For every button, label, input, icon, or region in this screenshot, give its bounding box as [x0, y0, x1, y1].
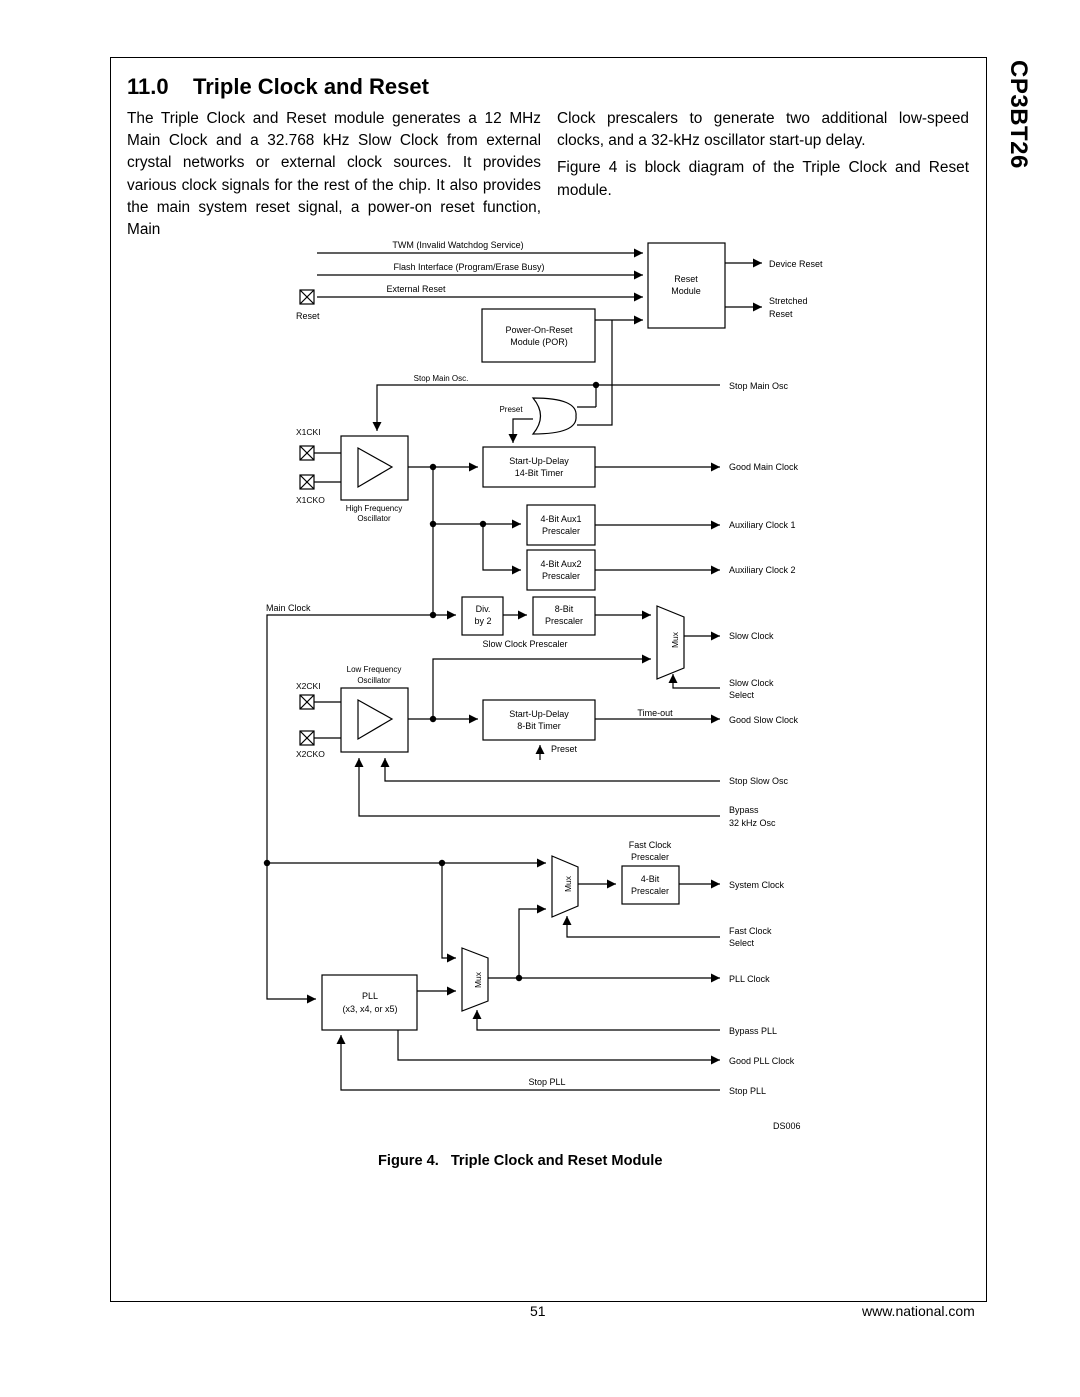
- reset-pin-label: Reset: [296, 311, 320, 321]
- stop-slow-osc-label: Stop Slow Osc: [729, 776, 789, 786]
- x1cko-label: X1CKO: [296, 495, 325, 505]
- part-number: CP3BT26: [1005, 60, 1032, 169]
- aux1-label: 4-Bit Aux1: [540, 514, 581, 524]
- lf-osc-label: Oscillator: [357, 676, 391, 685]
- slow-clock-label: Slow Clock: [729, 631, 774, 641]
- fast-mux-label: Mux: [563, 875, 573, 892]
- body-paragraph: The Triple Clock and Reset module genera…: [127, 110, 541, 239]
- pll-mux-label: Mux: [473, 971, 483, 988]
- device-reset-label: Device Reset: [769, 259, 823, 269]
- div-label: by 2: [474, 616, 491, 626]
- reset-module-label: Reset: [674, 274, 698, 284]
- stop-main-osc-in-label: Stop Main Osc.: [414, 374, 469, 383]
- pll-label: (x3, x4, or x5): [342, 1004, 397, 1014]
- aux-clock-1-label: Auxiliary Clock 1: [729, 520, 796, 530]
- sud8-label: Start-Up-Delay: [509, 709, 569, 719]
- sud14-label: 14-Bit Timer: [515, 468, 564, 478]
- por-label: Module (POR): [510, 337, 568, 347]
- fast-clock-prescaler-title: Prescaler: [631, 852, 669, 862]
- lf-osc-label: Low Frequency: [347, 665, 402, 674]
- preset-label: Preset: [499, 405, 523, 414]
- slow-mux-label: Mux: [670, 631, 680, 648]
- aux1-label: Prescaler: [542, 526, 580, 536]
- section-title: Triple Clock and Reset: [193, 74, 429, 99]
- hf-osc-label: Oscillator: [357, 514, 391, 523]
- aux2-label: Prescaler: [542, 571, 580, 581]
- footer-url: www.national.com: [862, 1303, 975, 1319]
- ext-reset-label: External Reset: [386, 284, 446, 294]
- good-main-clock-label: Good Main Clock: [729, 462, 799, 472]
- good-slow-clock-label: Good Slow Clock: [729, 715, 799, 725]
- stop-main-osc-label: Stop Main Osc: [729, 381, 789, 391]
- prescaler8-label: 8-Bit: [555, 604, 574, 614]
- section-heading: 11.0 Triple Clock and Reset: [127, 74, 429, 100]
- body-column-1: The Triple Clock and Reset module genera…: [127, 108, 541, 246]
- fast-prescaler-label: 4-Bit: [641, 874, 660, 884]
- stop-pll-in-label: Stop PLL: [528, 1077, 565, 1087]
- body-paragraph: Figure 4 is block diagram of the Triple …: [557, 159, 969, 199]
- stop-pll-label: Stop PLL: [729, 1086, 766, 1096]
- prescaler8-label: Prescaler: [545, 616, 583, 626]
- main-clock-label: Main Clock: [266, 603, 311, 613]
- bypass-32k-label: 32 kHz Osc: [729, 818, 776, 828]
- aux2-label: 4-Bit Aux2: [540, 559, 581, 569]
- figure-title: Triple Clock and Reset Module: [450, 1153, 663, 1169]
- system-clock-label: System Clock: [729, 880, 785, 890]
- fast-prescaler-label: Prescaler: [631, 886, 669, 896]
- sud14-label: Start-Up-Delay: [509, 456, 569, 466]
- flash-label: Flash Interface (Program/Erase Busy): [393, 262, 544, 272]
- aux-clock-2-label: Auxiliary Clock 2: [729, 565, 796, 575]
- x2cko-label: X2CKO: [296, 749, 325, 759]
- bypass-32k-label: Bypass: [729, 805, 759, 815]
- slow-clock-select-label: Select: [729, 690, 755, 700]
- hf-osc-label: High Frequency: [346, 504, 402, 513]
- block-diagram: TWM (Invalid Watchdog Service) Flash Int…: [263, 240, 823, 1131]
- figure-number: Figure 4.: [378, 1153, 439, 1169]
- timeout-label: Time-out: [637, 708, 673, 718]
- bypass-pll-label: Bypass PLL: [729, 1026, 777, 1036]
- twm-label: TWM (Invalid Watchdog Service): [392, 240, 523, 250]
- x2cki-label: X2CKI: [296, 681, 321, 691]
- page-frame: [110, 57, 987, 1302]
- fast-clock-prescaler-title: Fast Clock: [629, 840, 672, 850]
- body-paragraph: Clock prescalers to generate two additio…: [557, 110, 969, 150]
- drawing-id-label: DS006: [773, 1121, 801, 1131]
- stretched-reset-label: Stretched: [769, 296, 808, 306]
- reset-module-label: Module: [671, 286, 701, 296]
- pll-clock-label: PLL Clock: [729, 974, 770, 984]
- good-pll-clock-label: Good PLL Clock: [729, 1056, 795, 1066]
- side-title: CP3BT26: [992, 60, 1032, 260]
- body-column-2: Clock prescalers to generate two additio…: [557, 108, 969, 207]
- fast-clock-select-label: Select: [729, 938, 755, 948]
- stretched-reset-label: Reset: [769, 309, 793, 319]
- preset-bottom-label: Preset: [551, 744, 578, 754]
- sud8-label: 8-Bit Timer: [517, 721, 561, 731]
- page-number: 51: [530, 1303, 546, 1319]
- x1cki-label: X1CKI: [296, 427, 321, 437]
- fast-clock-select-label: Fast Clock: [729, 926, 772, 936]
- figure-caption: Figure 4. Triple Clock and Reset Module: [378, 1153, 662, 1169]
- slow-clock-select-label: Slow Clock: [729, 678, 774, 688]
- por-label: Power-On-Reset: [505, 325, 573, 335]
- div-label: Div.: [476, 604, 491, 614]
- section-number: 11.0: [127, 74, 169, 99]
- slow-clock-prescaler-label: Slow Clock Prescaler: [482, 639, 567, 649]
- pll-label: PLL: [362, 991, 378, 1001]
